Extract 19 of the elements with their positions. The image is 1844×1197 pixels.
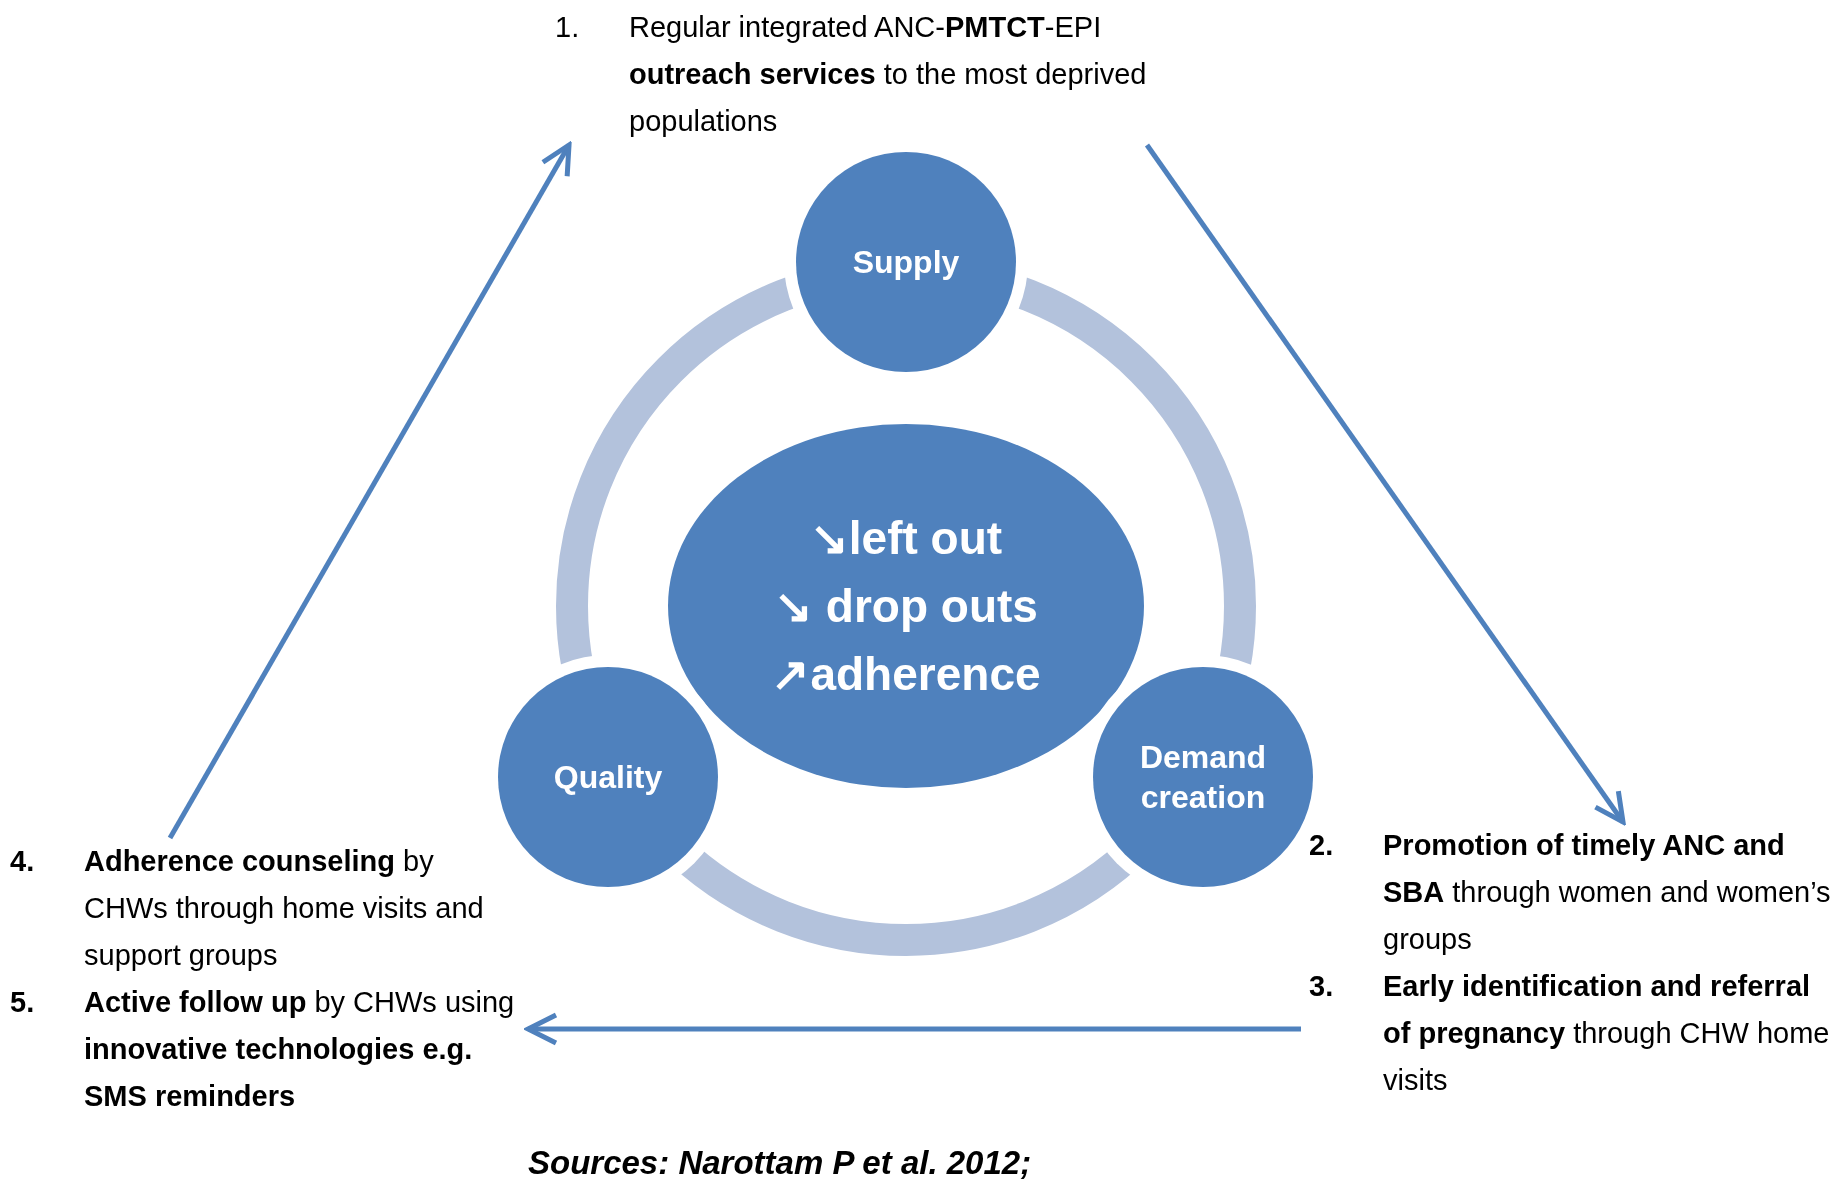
item-number: 4. [10,844,36,879]
circle-label: Supply [852,243,960,282]
item-number: 5. [10,985,36,1020]
arrow [167,142,572,840]
item-text: Active follow up by CHWs using innovative technologies e.g. SMS reminders [84,985,516,1114]
arrow [1144,143,1626,825]
source-note: Sources: Narottam P et al. 2012; [528,1143,1032,1183]
item-number: 3. [1309,969,1335,1004]
item-text: Early identification and referral of pregnancy through CHW home visits [1383,969,1831,1098]
outcome-label: ↘ drop outs [774,579,1038,634]
item-text: Regular integrated ANC-PMTCT-EPI outreach services to the most deprived populations [629,10,1148,139]
item-number: 1. [555,10,581,45]
circle-label: Demand creation [1138,738,1268,817]
circle-label: Quality [553,758,663,797]
item-number: 2. [1309,828,1335,863]
item-text: Promotion of timely ANC and SBA through women and women’s groups [1383,828,1832,957]
outcome-label: ↘left out [809,511,1003,566]
outcome-label: ↗adherence [771,647,1041,702]
arrow [525,1012,1301,1046]
